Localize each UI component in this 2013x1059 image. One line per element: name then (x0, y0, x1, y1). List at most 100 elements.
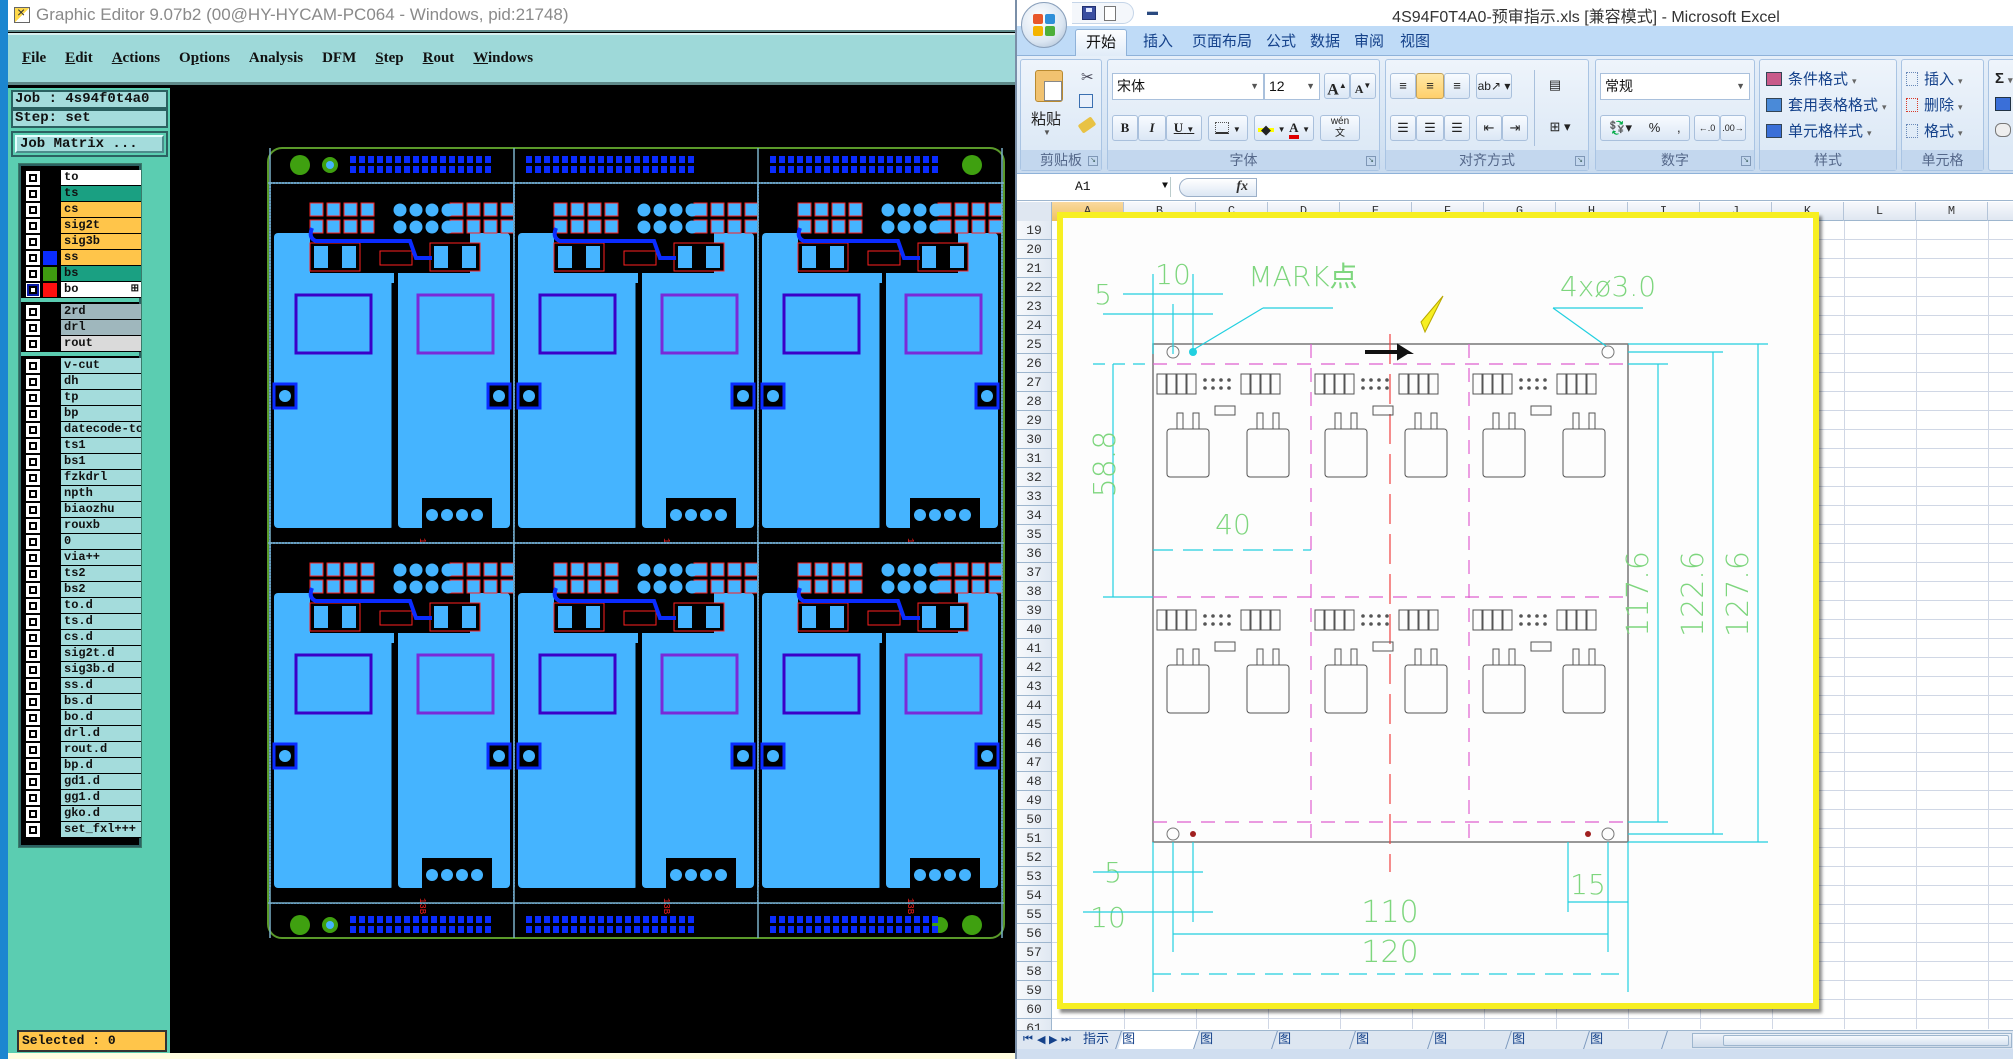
row-header[interactable]: 32 (1017, 468, 1052, 487)
layer-name[interactable]: rout.d (61, 742, 141, 758)
alignment-launcher-icon[interactable]: ↘ (1575, 156, 1585, 166)
layer-name[interactable]: bs2 (61, 582, 141, 598)
layer-row[interactable]: sig3b.d (24, 662, 141, 678)
layer-checkbox[interactable] (26, 305, 40, 319)
layer-name[interactable]: gd1.d (61, 774, 141, 790)
layer-row[interactable]: ts1 (24, 438, 141, 454)
layer-row[interactable]: biaozhu (24, 502, 141, 518)
column-header[interactable]: F (1412, 202, 1484, 221)
layer-checkbox[interactable] (26, 615, 40, 629)
fill-button[interactable] (1995, 96, 2013, 113)
cells-item-button[interactable]: 插入▾ (1906, 68, 1963, 89)
font-size-combo[interactable]: 12▼ (1264, 73, 1320, 100)
layer-checkbox[interactable] (26, 647, 40, 661)
row-header[interactable]: 24 (1017, 316, 1052, 335)
layer-name[interactable]: via++ (61, 550, 141, 566)
row-header[interactable]: 58 (1017, 962, 1052, 981)
accounting-format-icon[interactable]: 💱▾ (1609, 120, 1633, 135)
layer-name[interactable]: set_fxl+++ (61, 822, 141, 838)
layer-row[interactable]: gko.d (24, 806, 141, 822)
layer-checkbox[interactable] (26, 679, 40, 693)
horizontal-scrollbar[interactable] (1692, 1033, 2012, 1048)
layer-name[interactable]: gg1.d (61, 790, 141, 806)
layer-name[interactable]: dh (61, 374, 141, 390)
font-name-combo[interactable]: 宋体▼ (1112, 73, 1264, 100)
layer-checkbox[interactable] (26, 455, 40, 469)
layer-name[interactable]: npth (61, 486, 141, 502)
layer-checkbox[interactable] (26, 775, 40, 789)
layer-name[interactable]: rouxb (61, 518, 141, 534)
increase-decimal-button[interactable]: ←.0 (1694, 115, 1720, 141)
layer-checkbox[interactable] (26, 171, 40, 185)
row-header[interactable]: 26 (1017, 354, 1052, 373)
percent-style-button[interactable]: % (1648, 120, 1661, 135)
layer-row[interactable]: v-cut (24, 358, 141, 374)
row-header[interactable]: 44 (1017, 696, 1052, 715)
layer-checkbox[interactable] (26, 203, 40, 217)
layer-name[interactable]: ss.d (61, 678, 141, 694)
row-header[interactable]: 48 (1017, 772, 1052, 791)
row-header[interactable]: 39 (1017, 601, 1052, 620)
layer-name[interactable]: tp (61, 390, 141, 406)
layer-checkbox[interactable] (26, 487, 40, 501)
column-header[interactable]: J (1700, 202, 1772, 221)
layer-checkbox[interactable] (26, 439, 40, 453)
sheet-tab[interactable]: 图3(fig3) (1274, 1031, 1356, 1059)
layer-row[interactable]: ss (24, 250, 141, 266)
number-format-combo[interactable]: 常规▼ (1600, 73, 1750, 100)
layer-row[interactable]: via++ (24, 550, 141, 566)
autosum-button[interactable]: Σ▾ (1995, 70, 2013, 87)
column-header[interactable]: G (1484, 202, 1556, 221)
layer-row[interactable]: bs1 (24, 454, 141, 470)
row-header[interactable]: 46 (1017, 734, 1052, 753)
layer-row[interactable]: bo.d (24, 710, 141, 726)
column-header[interactable]: L (1844, 202, 1916, 221)
underline-button[interactable]: U ▼ (1166, 115, 1202, 141)
layer-checkbox[interactable] (26, 267, 40, 281)
layer-row[interactable]: bp (24, 406, 141, 422)
layer-row[interactable]: ts.d (24, 614, 141, 630)
row-header[interactable]: 29 (1017, 411, 1052, 430)
column-header[interactable]: H (1556, 202, 1628, 221)
ribbon-tab[interactable]: 视图 (1399, 33, 1430, 50)
next-sheet-icon[interactable]: ▶ (1049, 1034, 1058, 1046)
menu-rout[interactable]: Rout (422, 50, 455, 66)
layer-name[interactable]: 0 (61, 534, 141, 550)
row-header[interactable]: 36 (1017, 544, 1052, 563)
layer-name[interactable]: ts.d (61, 614, 141, 630)
office-button[interactable] (1021, 2, 1067, 48)
styles-item-button[interactable]: 条件格式▾ (1766, 68, 1857, 89)
decrease-indent-button[interactable]: ⇤ (1476, 115, 1502, 141)
bold-button[interactable]: B (1112, 115, 1138, 141)
column-header[interactable]: M (1916, 202, 1988, 221)
layer-checkbox[interactable] (26, 423, 40, 437)
layer-checkbox[interactable] (26, 391, 40, 405)
layer-checkbox[interactable] (26, 283, 40, 297)
layer-row[interactable]: to (24, 170, 141, 186)
layer-checkbox[interactable] (26, 791, 40, 805)
row-header[interactable]: 49 (1017, 791, 1052, 810)
layer-name[interactable]: cs.d (61, 630, 141, 646)
row-header[interactable]: 52 (1017, 848, 1052, 867)
row-header[interactable]: 34 (1017, 506, 1052, 525)
first-sheet-icon[interactable]: ⏮ (1023, 1033, 1033, 1045)
formula-input[interactable] (1263, 177, 2013, 197)
column-header[interactable]: I (1628, 202, 1700, 221)
layer-row[interactable]: datecode-to (24, 422, 141, 438)
column-header[interactable]: K (1772, 202, 1844, 221)
layer-row[interactable]: npth (24, 486, 141, 502)
layer-name[interactable]: drl.d (61, 726, 141, 742)
layer-checkbox[interactable] (26, 503, 40, 517)
row-header[interactable]: 59 (1017, 981, 1052, 1000)
sheet-tab[interactable]: 图2(fig2) (1196, 1031, 1278, 1059)
layer-row[interactable]: sig2t (24, 218, 141, 234)
layer-name[interactable]: sig3b (61, 234, 141, 250)
menu-actions[interactable]: Actions (111, 50, 161, 66)
layer-checkbox[interactable] (26, 235, 40, 249)
menu-windows[interactable]: Windows (473, 50, 534, 66)
comma-style-button[interactable]: , (1677, 120, 1681, 135)
layer-name[interactable]: bp.d (61, 758, 141, 774)
layer-name[interactable]: bo⊞ (61, 282, 141, 298)
